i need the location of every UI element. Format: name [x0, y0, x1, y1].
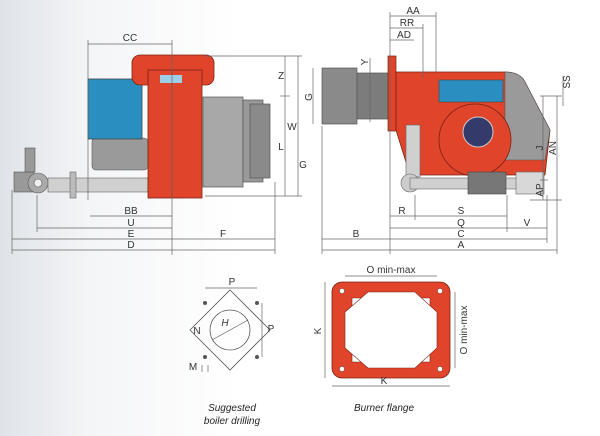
motor [91, 137, 149, 171]
label-a: A [458, 240, 465, 251]
label-n: N [193, 326, 200, 337]
control-panel [87, 78, 143, 140]
label-g-side: G [299, 160, 307, 171]
label-ap: AP [535, 183, 546, 197]
gas-pipe [47, 177, 149, 193]
label-ss: SS [562, 75, 573, 89]
label-h: H [221, 318, 229, 329]
label-b: B [353, 229, 360, 240]
label-g-front: G [304, 93, 315, 101]
burner-body [147, 69, 203, 199]
label-w: W [287, 122, 297, 133]
label-o-right: O min-max [459, 306, 470, 355]
burner-side-view [13, 54, 271, 199]
label-ad: AD [397, 30, 411, 41]
label-j: J [535, 146, 546, 151]
caption-drilling-1: Suggested [208, 403, 256, 414]
label-r: R [398, 206, 405, 217]
label-u: U [127, 218, 134, 229]
caption-flange: Burner flange [354, 403, 414, 414]
label-c: C [457, 229, 464, 240]
label-an: AN [548, 141, 559, 155]
label-y: Y [360, 58, 371, 65]
burner-front-view [321, 55, 551, 195]
fan-housing [202, 96, 244, 188]
caption-drilling-2: boiler drilling [204, 416, 261, 427]
label-cc: CC [123, 33, 137, 44]
label-k-bottom: K [381, 376, 388, 387]
label-d: D [127, 240, 134, 251]
label-rr: RR [400, 18, 414, 29]
blast-tube [321, 67, 358, 125]
label-q: Q [457, 218, 465, 229]
label-bb: BB [124, 206, 138, 217]
burner-flange-drawing [324, 275, 456, 387]
label-aa: AA [406, 6, 420, 17]
label-l: L [278, 142, 284, 153]
label-o-top: O min-max [367, 265, 416, 276]
label-f: F [220, 229, 226, 240]
label-m: M [189, 362, 197, 373]
label-p-top: P [229, 277, 236, 288]
boiler-drilling-drawing [189, 287, 271, 372]
label-k-left: K [313, 327, 324, 334]
label-p-right: P [268, 324, 275, 335]
label-e: E [128, 229, 135, 240]
label-v: V [524, 218, 531, 229]
label-s: S [458, 206, 465, 217]
label-z: Z [278, 71, 284, 82]
